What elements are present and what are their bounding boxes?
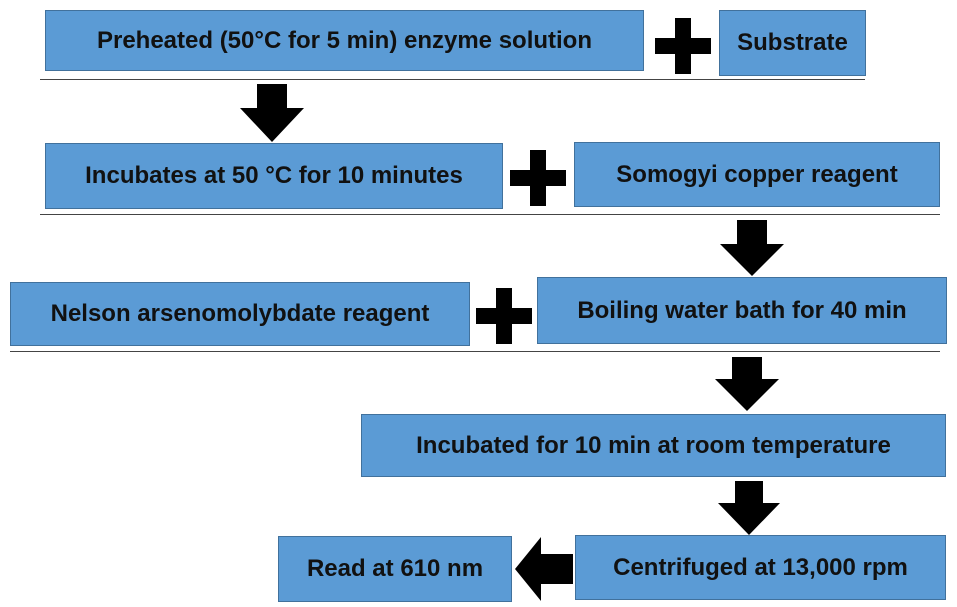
- step-substrate: Substrate: [719, 10, 866, 76]
- arrow-left-icon: [515, 537, 573, 601]
- step-nelson-reagent: Nelson arsenomolybdate reagent: [10, 282, 470, 346]
- arrow-down-icon: [718, 481, 780, 535]
- plus-icon: [655, 18, 711, 74]
- plus-icon: [510, 150, 566, 206]
- plus-icon: [476, 288, 532, 344]
- step-somogyi-reagent: Somogyi copper reagent: [574, 142, 940, 207]
- arrow-down-icon: [240, 84, 304, 142]
- step-preheated-enzyme: Preheated (50°C for 5 min) enzyme soluti…: [45, 10, 644, 71]
- separator-line: [40, 79, 865, 80]
- arrow-down-icon: [720, 220, 784, 276]
- separator-line: [40, 214, 940, 215]
- step-centrifuge: Centrifuged at 13,000 rpm: [575, 535, 946, 600]
- step-boiling-bath: Boiling water bath for 40 min: [537, 277, 947, 344]
- step-read-610nm: Read at 610 nm: [278, 536, 512, 602]
- step-incubate-50c: Incubates at 50 °C for 10 minutes: [45, 143, 503, 209]
- arrow-down-icon: [715, 357, 779, 411]
- step-incubate-room-temp: Incubated for 10 min at room temperature: [361, 414, 946, 477]
- separator-line: [10, 351, 940, 352]
